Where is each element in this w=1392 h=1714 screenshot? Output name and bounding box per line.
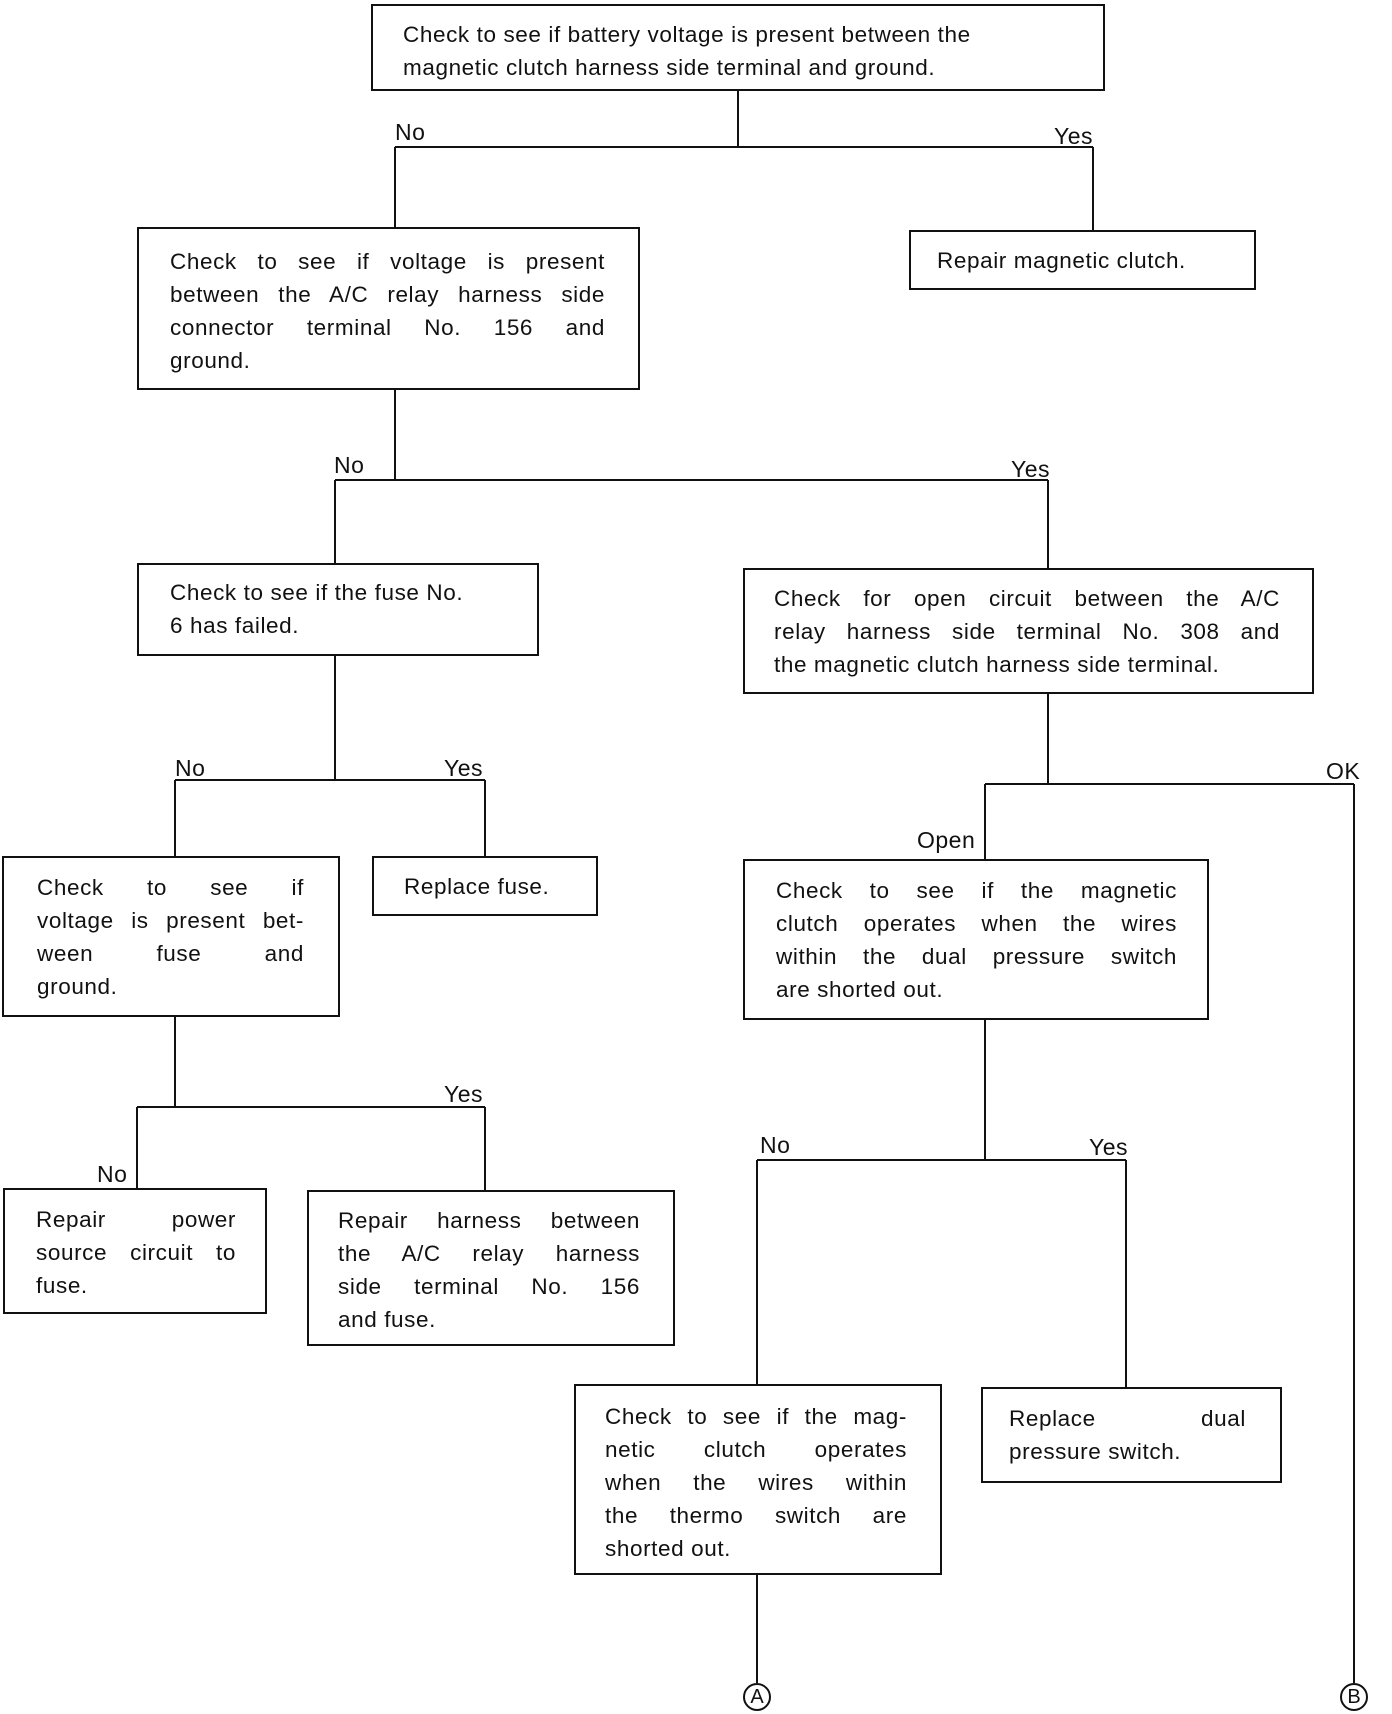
box-text-line: relay harness side terminal No. 308 and: [774, 619, 1280, 644]
box-text-line: Check to see if the fuse No.: [170, 580, 464, 605]
box-text-line: are shorted out.: [776, 977, 944, 1002]
check-fuse-6-box: Check to see if the fuse No. 6 has faile…: [137, 563, 539, 656]
box-text-line: Check to see if voltage is present: [170, 249, 605, 274]
check-thermo-switch-box: Check to see if the mag- netic clutch op…: [574, 1384, 942, 1575]
box-text-line: Replace dual: [1009, 1406, 1246, 1431]
branch-label-no: No: [175, 755, 206, 781]
branch-label-no: No: [395, 119, 426, 145]
branch-label-ok: OK: [1326, 758, 1361, 784]
box-text-line: source circuit to: [36, 1240, 236, 1265]
box-text-line: Check to see if the mag-: [605, 1404, 907, 1429]
branch-label-no: No: [760, 1132, 791, 1158]
box-text-line: Repair power: [36, 1207, 236, 1232]
check-battery-voltage-box: Check to see if battery voltage is prese…: [371, 4, 1105, 91]
check-dual-pressure-switch-box: Check to see if the magnetic clutch oper…: [743, 859, 1209, 1020]
box-text-line: Check for open circuit between the A/C: [774, 586, 1280, 611]
box-text-line: and fuse.: [338, 1307, 436, 1332]
repair-harness-156-fuse-box: Repair harness between the A/C relay har…: [307, 1190, 675, 1346]
repair-power-source-box: Repair power source circuit to fuse.: [3, 1188, 267, 1314]
replace-dual-pressure-switch-box: Replace dual pressure switch.: [981, 1387, 1282, 1483]
box-text-line: netic clutch operates: [605, 1437, 907, 1462]
connector-a: A: [743, 1683, 771, 1711]
box-text-line: clutch operates when the wires: [776, 911, 1177, 936]
box-text-line: Check to see if: [37, 875, 304, 900]
box-text-line: magnetic clutch harness side terminal an…: [403, 55, 936, 80]
branch-label-yes: Yes: [444, 755, 484, 781]
box-text-line: 6 has failed.: [170, 613, 300, 638]
box-text-line: the thermo switch are: [605, 1503, 907, 1528]
replace-fuse-box: Replace fuse.: [372, 856, 598, 916]
box-text-line: ground.: [170, 348, 251, 373]
check-open-circuit-308-box: Check for open circuit between the A/C r…: [743, 568, 1314, 694]
connector-b: B: [1340, 1683, 1368, 1711]
box-text-line: Replace fuse.: [404, 874, 550, 899]
box-text-line: Check to see if battery voltage is prese…: [403, 22, 971, 47]
box-text-line: fuse.: [36, 1273, 88, 1298]
box-text-line: Repair magnetic clutch.: [937, 248, 1186, 273]
branch-label-yes: Yes: [1089, 1134, 1129, 1160]
branch-label-no: No: [334, 452, 365, 478]
box-text-line: between the A/C relay harness side: [170, 282, 605, 307]
branch-label-no: No: [97, 1161, 128, 1187]
branch-label-yes: Yes: [444, 1081, 484, 1107]
box-text-line: Repair harness between: [338, 1208, 640, 1233]
box-text-line: pressure switch.: [1009, 1439, 1182, 1464]
branch-label-yes: Yes: [1011, 456, 1051, 482]
check-relay-terminal-156-box: Check to see if voltage is present betwe…: [137, 227, 640, 390]
box-text-line: the A/C relay harness: [338, 1241, 640, 1266]
box-text-line: ground.: [37, 974, 118, 999]
box-text-line: side terminal No. 156: [338, 1274, 640, 1299]
repair-magnetic-clutch-box: Repair magnetic clutch.: [909, 230, 1256, 290]
box-text-line: voltage is present bet-: [37, 908, 304, 933]
branch-label-yes: Yes: [1054, 123, 1094, 149]
box-text-line: within the dual pressure switch: [776, 944, 1177, 969]
check-voltage-fuse-ground-box: Check to see if voltage is present bet- …: [2, 856, 340, 1017]
box-text-line: connector terminal No. 156 and: [170, 315, 605, 340]
box-text-line: Check to see if the magnetic: [776, 878, 1177, 903]
box-text-line: ween fuse and: [37, 941, 304, 966]
box-text-line: shorted out.: [605, 1536, 732, 1561]
box-text-line: when the wires within: [605, 1470, 907, 1495]
box-text-line: the magnetic clutch harness side termina…: [774, 652, 1220, 677]
branch-label-open: Open: [917, 827, 976, 853]
